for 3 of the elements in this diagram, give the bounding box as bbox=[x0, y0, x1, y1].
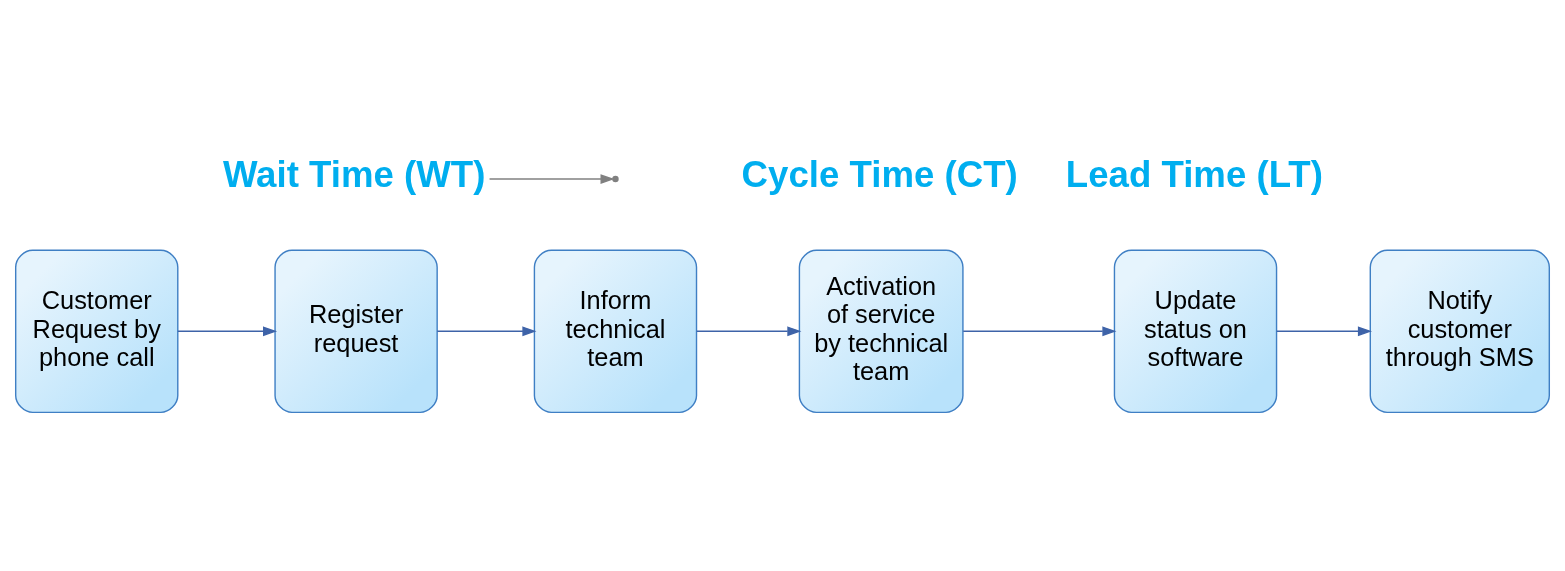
label: Cycle Time (CT) bbox=[741, 153, 1018, 195]
label: Lead Time (LT) bbox=[1065, 153, 1323, 195]
node-text: Wait Time (WT) bbox=[222, 153, 486, 195]
